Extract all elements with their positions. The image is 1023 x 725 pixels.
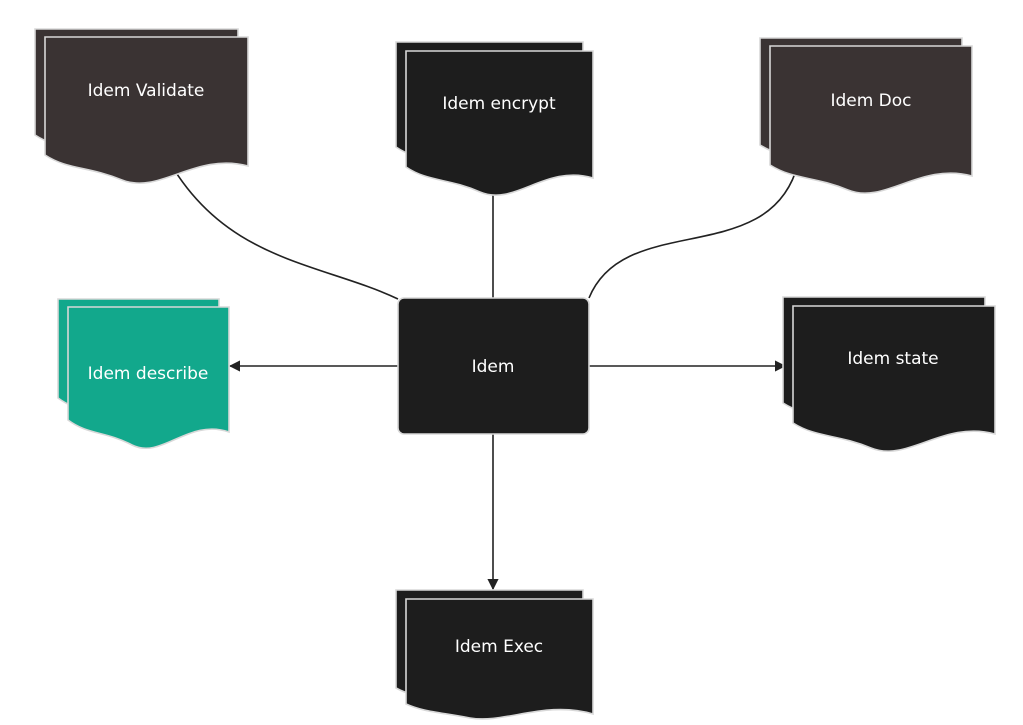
- node-idem-encrypt[interactable]: Idem encrypt: [395, 41, 594, 196]
- document-front-shape: [405, 598, 594, 720]
- document-front-shape: [405, 50, 594, 196]
- node-idem[interactable]: Idem: [397, 297, 590, 435]
- edges: [162, 149, 801, 591]
- label-idem-state: Idem state: [847, 349, 938, 369]
- label-idem-describe: Idem describe: [88, 364, 209, 384]
- center-box: [397, 297, 590, 435]
- document-front-shape: [792, 305, 996, 453]
- document-front-shape: [44, 36, 249, 185]
- label-idem-validate: Idem Validate: [88, 81, 205, 101]
- label-idem: Idem: [472, 357, 515, 377]
- node-idem-state[interactable]: Idem state: [782, 296, 996, 453]
- edge-center-to-doc: [588, 162, 801, 299]
- node-idem-exec[interactable]: Idem Exec: [395, 589, 594, 720]
- label-idem-doc: Idem Doc: [830, 91, 911, 111]
- label-idem-encrypt: Idem encrypt: [442, 94, 556, 114]
- node-idem-validate[interactable]: Idem Validate: [34, 28, 249, 185]
- edge-center-to-validate: [162, 149, 399, 300]
- node-idem-describe[interactable]: Idem describe: [57, 298, 230, 450]
- document-front-shape: [67, 306, 230, 450]
- label-idem-exec: Idem Exec: [455, 637, 543, 657]
- node-idem-doc[interactable]: Idem Doc: [759, 37, 973, 195]
- document-front-shape: [769, 45, 973, 195]
